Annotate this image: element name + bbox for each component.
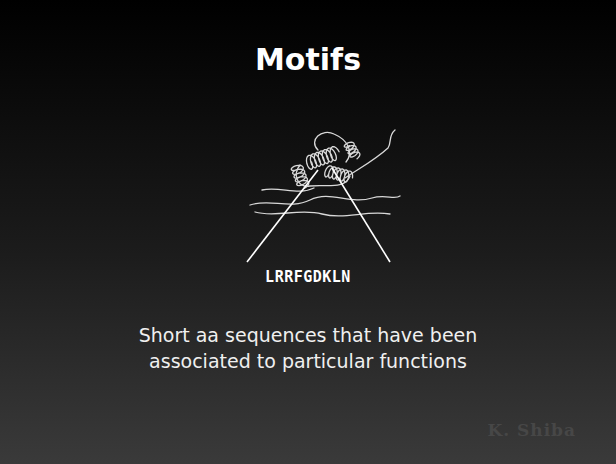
- slide-title: Motifs: [0, 42, 616, 77]
- strand: [262, 188, 314, 191]
- strand: [255, 212, 390, 216]
- helix: [291, 164, 310, 191]
- strand: [250, 196, 400, 205]
- helix: [304, 145, 341, 170]
- watermark: K. Shiba: [487, 420, 576, 440]
- description-text: Short aa sequences that have been associ…: [88, 322, 528, 374]
- helix: [344, 140, 362, 161]
- leader-line: [332, 168, 390, 262]
- protein-ribbon: [250, 130, 400, 216]
- motif-sequence: LRRFGDKLN: [0, 268, 616, 286]
- helix: [324, 165, 354, 184]
- leader-line: [247, 170, 318, 262]
